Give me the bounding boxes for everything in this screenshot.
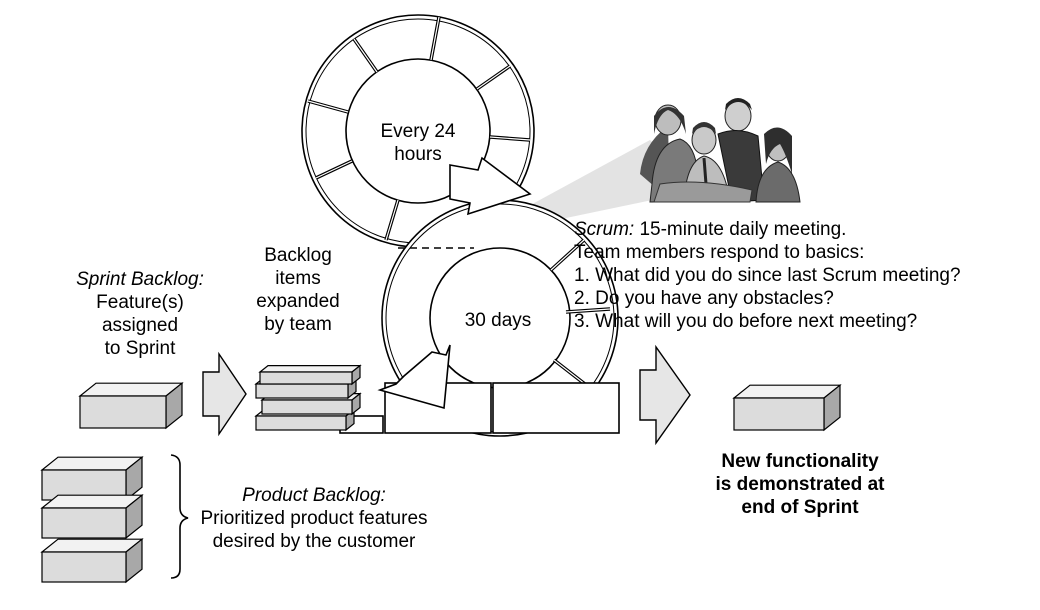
product-backlog-line: desired by the customer bbox=[212, 531, 416, 552]
scrum-meeting-line: 3. What will you do before next meeting? bbox=[574, 311, 918, 332]
scrum-meeting-text: Scrum: 15-minute daily meeting. Team mem… bbox=[574, 218, 961, 333]
team-meeting-photo-icon bbox=[640, 98, 801, 203]
team-backlog-line: expanded bbox=[256, 291, 340, 312]
product-backlog-bracket bbox=[170, 454, 189, 579]
product-feature-box bbox=[40, 493, 144, 540]
sprint-backlog-line: Feature(s) bbox=[96, 292, 184, 313]
scrum-meeting-heading: Scrum: 15-minute daily meeting. bbox=[574, 218, 961, 241]
sprint-cycle-arrowhead bbox=[377, 344, 451, 410]
product-feature-box bbox=[40, 537, 144, 584]
daily-cycle-arrowhead bbox=[449, 156, 532, 216]
scrum-meeting-title: Scrum: bbox=[574, 219, 635, 240]
team-backlog-line: by team bbox=[264, 314, 332, 335]
sprint-backlog-line: assigned bbox=[101, 315, 179, 336]
product-backlog-line: Prioritized product features bbox=[200, 508, 428, 529]
team-backlog-line: Backlog bbox=[264, 245, 332, 266]
scrum-meeting-line: 1. What did you do since last Scrum meet… bbox=[574, 265, 961, 286]
arrow-to-team-backlog[interactable] bbox=[202, 351, 247, 437]
team-backlog-line: items bbox=[275, 268, 321, 289]
daily-cycle-line1: Every 24 bbox=[380, 121, 456, 142]
sprint-cycle-label: 30 days bbox=[464, 310, 532, 331]
product-backlog-label: Product Backlog: Prioritized product fea… bbox=[184, 484, 444, 553]
result-feature-box bbox=[732, 383, 842, 432]
result-line: New functionality bbox=[721, 451, 879, 472]
result-label: New functionality is demonstrated at end… bbox=[670, 450, 930, 519]
scrum-meeting-line: Team members respond to basics: bbox=[574, 242, 865, 263]
product-feature-box bbox=[40, 455, 144, 502]
sprint-backlog-title: Sprint Backlog: bbox=[76, 269, 204, 290]
team-backlog-label: Backlog items expanded by team bbox=[248, 244, 348, 336]
team-item-box bbox=[258, 364, 362, 386]
sprint-backlog-label: Sprint Backlog: Feature(s) assigned to S… bbox=[60, 268, 220, 360]
sprint-feature-box bbox=[78, 381, 184, 430]
daily-cycle-label: Every 24 hours bbox=[358, 120, 478, 166]
sprint-backlog-line: to Sprint bbox=[104, 338, 176, 359]
scrum-meeting-line: 2. Do you have any obstacles? bbox=[574, 288, 834, 309]
result-line: is demonstrated at bbox=[715, 474, 885, 495]
scrum-meeting-subtitle: 15-minute daily meeting. bbox=[634, 219, 847, 240]
daily-cycle-line2: hours bbox=[394, 144, 442, 165]
product-backlog-title: Product Backlog: bbox=[242, 485, 386, 506]
result-line: end of Sprint bbox=[741, 497, 859, 518]
arrow-to-result[interactable] bbox=[639, 344, 691, 446]
